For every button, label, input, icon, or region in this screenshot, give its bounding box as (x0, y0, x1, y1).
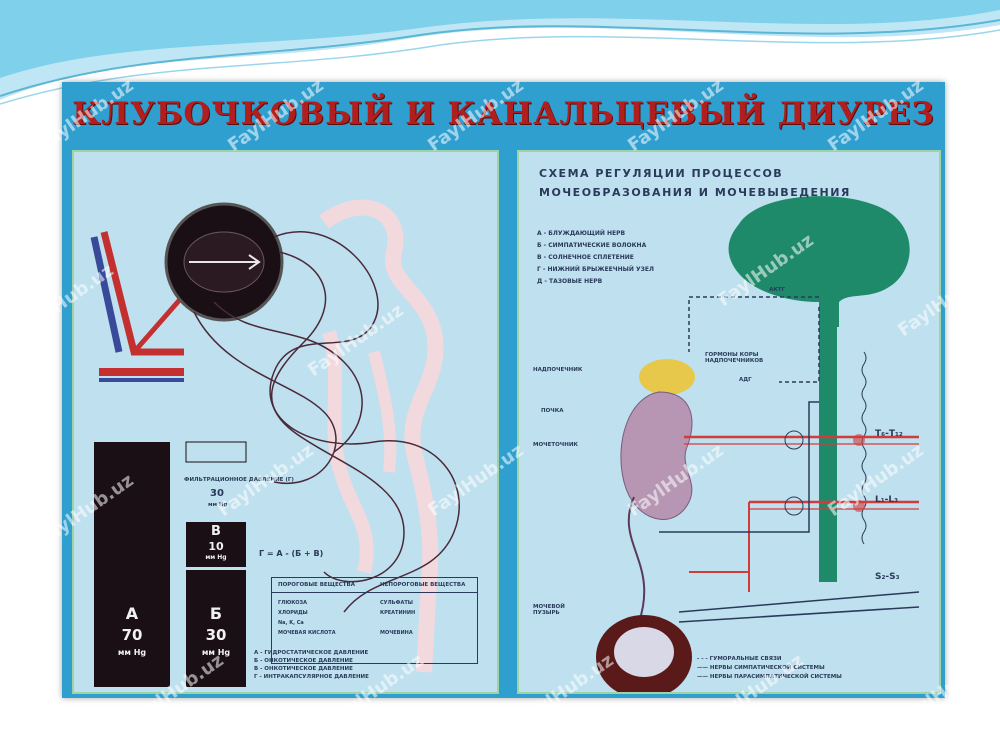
segment-b-unit: мм Hg (201, 648, 231, 657)
left-panel: ФИЛЬТРАЦИОННОЕ ДАВЛЕНИЕ (Г) 30 мм Hg В 1… (72, 150, 499, 694)
table-cell: ХЛОРИДЫ (278, 610, 308, 616)
s-level-label: S₂-S₃ (875, 572, 900, 582)
table-divider (272, 592, 477, 593)
scheme-legend-item: В - СОЛНЕЧНОЕ СПЛЕТЕНИЕ (537, 254, 634, 261)
left-legend-item: А - ГИДРОСТАТИЧЕСКОЕ ДАВЛЕНИЕ (254, 650, 369, 656)
adg-label: АДГ (739, 377, 752, 383)
table-cell: МОЧЕВАЯ КИСЛОТА (278, 630, 336, 636)
scheme-title: СХЕМА РЕГУЛЯЦИИ ПРОЦЕССОВ МОЧЕОБРАЗОВАНИ… (539, 167, 851, 199)
scheme-legend-item: Д - ТАЗОВЫЕ НЕРВ (537, 278, 603, 285)
segment-a-letter: А (125, 604, 139, 623)
table-cell: МОЧЕВИНА (380, 630, 413, 636)
segment-v-unit: мм Hg (205, 554, 227, 561)
scheme-bottom-legend-item: —— НЕРВЫ ПАРАСИМПАТИЧЕСКОЙ СИСТЕМЫ (697, 674, 842, 680)
hormones-label: ГОРМОНЫ КОРЫ НАДПОЧЕЧНИКОВ (705, 352, 764, 364)
adrenal-label: НАДПОЧЕЧНИК (533, 367, 583, 373)
table-header-nonthreshold: НЕПОРОГОВЫЕ ВЕЩЕСТВА (380, 582, 466, 588)
segment-b-letter: Б (209, 604, 223, 623)
table-cell: ГЛЮКОЗА (278, 600, 307, 606)
segment-v-value: 10 (208, 540, 224, 553)
l-level-label: L₁-L₃ (875, 495, 899, 505)
poster-title: КЛУБОЧКОВЫЙ И КАНАЛЬЦЕВЫЙ ДИУРЕЗ (72, 96, 935, 132)
scheme-bottom-legend-item: —— НЕРВЫ СИМПАТИЧЕСКОЙ СИСТЕМЫ (697, 665, 825, 671)
pressure-formula: Г = А - (Б + В) (259, 549, 324, 558)
left-legend-item: Б - ОНКОТИЧЕСКОЕ ДАВЛЕНИЕ (254, 658, 353, 664)
filtration-value: 30 (210, 488, 224, 499)
segment-a-unit: мм Hg (117, 648, 147, 657)
nephron-diagram (90, 199, 460, 687)
left-legend-item: Г - ИНТРАКАПСУЛЯРНОЕ ДАВЛЕНИЕ (254, 674, 369, 680)
scheme-legend-item: Б - СИМПАТИЧЕСКИЕ ВОЛОКНА (537, 242, 647, 249)
table-cell: КРЕАТИНИН (380, 610, 416, 616)
poster: КЛУБОЧКОВЫЙ И КАНАЛЬЦЕВЫЙ ДИУРЕЗ (62, 82, 945, 698)
bladder-label: МОЧЕВОЙ ПУЗЫРЬ (533, 604, 565, 616)
table-cell: СУЛЬФАТЫ (380, 600, 413, 606)
segment-v-letter: В (211, 524, 221, 539)
actg-label: АКТГ (769, 287, 786, 293)
filtration-unit: мм Hg (208, 502, 228, 508)
filtration-label: ФИЛЬТРАЦИОННОЕ ДАВЛЕНИЕ (Г) (184, 477, 294, 483)
table-cell: Na, K, Ca (278, 620, 304, 626)
left-legend-item: В - ОНКОТИЧЕСКОЕ ДАВЛЕНИЕ (254, 666, 353, 672)
threshold-substances-table: ПОРОГОВЫЕ ВЕЩЕСТВА НЕПОРОГОВЫЕ ВЕЩЕСТВА … (271, 577, 478, 664)
segment-b-value: 30 (205, 626, 227, 644)
table-header-threshold: ПОРОГОВЫЕ ВЕЩЕСТВА (278, 582, 355, 588)
scheme-legend-item: А - БЛУЖДАЮЩИЙ НЕРВ (537, 230, 626, 237)
scheme-legend-item: Г - НИЖНИЙ БРЫЖЕЕЧНЫЙ УЗЕЛ (537, 266, 654, 273)
ureter-label: МОЧЕТОЧНИК (533, 442, 578, 448)
kidney-label: ПОЧКА (541, 408, 564, 414)
right-panel: СХЕМА РЕГУЛЯЦИИ ПРОЦЕССОВ МОЧЕОБРАЗОВАНИ… (517, 150, 941, 694)
scheme-bottom-legend-item: - - - ГУМОРАЛЬНЫЕ СВЯЗИ (697, 656, 782, 662)
segment-a-value: 70 (121, 626, 143, 644)
regulation-scheme-diagram (596, 196, 920, 692)
t-level-label: Т₆-Т₁₂ (875, 429, 903, 439)
